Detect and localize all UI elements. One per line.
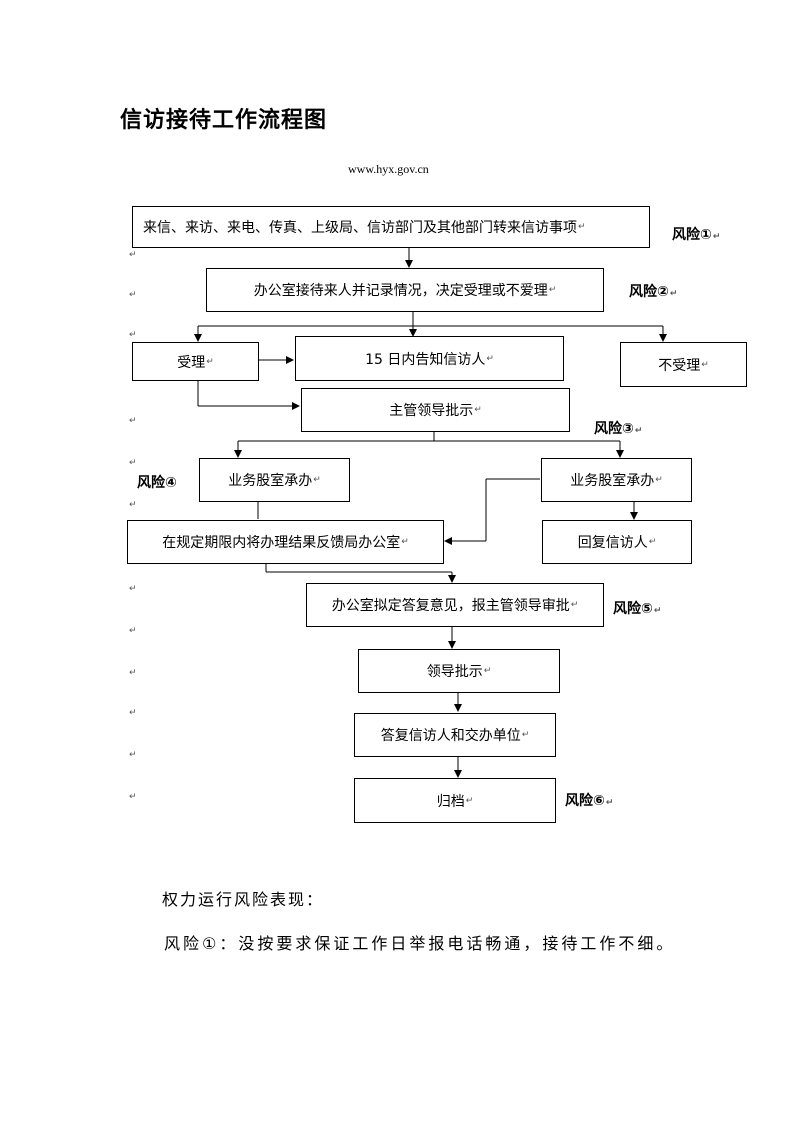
- paragraph-mark: ↵: [712, 232, 721, 242]
- flow-node-reject: 不受理↵: [620, 342, 747, 387]
- paragraph-mark: ↵: [570, 600, 579, 610]
- flow-node-label: 领导批示: [426, 664, 483, 680]
- flow-node-reply-all: 答复信访人和交办单位↵: [354, 713, 556, 757]
- website-url: www.hyx.gov.cn: [348, 162, 429, 176]
- paragraph-mark: ↵: [129, 668, 137, 678]
- paragraph-mark: ↵: [521, 730, 530, 740]
- flow-node-label: 业务股室承办: [228, 473, 313, 489]
- paragraph-mark: ↵: [605, 798, 614, 808]
- paragraph-mark: ↵: [129, 626, 137, 636]
- paragraph-mark: ↵: [129, 500, 137, 510]
- flow-node-label: 来信、来访、来电、传真、上级局、信访部门及其他部门转来信访事项: [143, 220, 577, 236]
- risk-label-5: 风险⑤↵: [613, 601, 662, 617]
- flow-node-feedback-to-office: 在规定期限内将办理结果反馈局办公室↵: [127, 520, 444, 564]
- risk-label-6: 风险⑥↵: [565, 793, 614, 809]
- flow-node-label: 办公室拟定答复意见，报主管领导审批: [331, 598, 570, 614]
- paragraph-mark: ↵: [578, 222, 586, 232]
- flow-node-accept: 受理↵: [132, 342, 259, 381]
- flow-node-leader-instruction: 主管领导批示↵: [301, 388, 570, 432]
- paragraph-mark: ↵: [634, 426, 643, 436]
- flow-node-leader-approval: 领导批示↵: [358, 649, 560, 693]
- paragraph-mark: ↵: [129, 330, 137, 340]
- flow-node-notify-15-days: 15 日内告知信访人↵: [295, 336, 564, 381]
- flow-node-label: 回复信访人: [577, 535, 648, 551]
- flow-node-label: 15 日内告知信访人: [365, 351, 486, 368]
- paragraph-mark: ↵: [655, 475, 663, 485]
- risk-description-paragraph: 风险①：没按要求保证工作日举报电话畅通，接待工作不细。: [164, 934, 676, 953]
- flow-node-label: 不受理: [658, 357, 701, 374]
- paragraph-mark: ↵: [129, 290, 137, 300]
- flow-node-label: 在规定期限内将办理结果反馈局办公室: [162, 535, 401, 551]
- paragraph-mark: ↵: [486, 353, 494, 364]
- paragraph-mark: ↵: [483, 666, 492, 676]
- paragraph-mark: ↵: [465, 795, 474, 806]
- risk-label-1: 风险①↵: [672, 227, 721, 243]
- flow-node-dept-handling-right: 业务股室承办↵: [541, 458, 692, 502]
- section-heading: 权力运行风险表现：: [162, 890, 325, 909]
- paragraph-mark: ↵: [129, 458, 137, 468]
- paragraph-mark: ↵: [129, 584, 137, 594]
- flow-node-office-reception: 办公室接待来人并记录情况，决定受理或不爱理↵: [206, 268, 604, 312]
- flow-node-label: 业务股室承办: [570, 473, 655, 489]
- paragraph-mark: ↵: [474, 405, 482, 415]
- paragraph-mark: ↵: [129, 708, 137, 718]
- paragraph-mark: ↵: [401, 537, 409, 547]
- risk-label-2: 风险②↵: [629, 284, 678, 300]
- risk-label-4: 风险④: [137, 475, 177, 491]
- flow-node-draft-reply: 办公室拟定答复意见，报主管领导审批↵: [306, 583, 604, 627]
- paragraph-mark: ↵: [129, 750, 137, 760]
- flow-node-label: 归档: [436, 793, 465, 810]
- risk-label-3: 风险③↵: [594, 421, 643, 437]
- flow-node-reply-petitioner: 回复信访人↵: [542, 520, 692, 564]
- paragraph-mark: ↵: [129, 250, 137, 260]
- document-title: 信访接待工作流程图: [120, 108, 328, 133]
- paragraph-mark: ↵: [129, 792, 137, 802]
- paragraph-mark: ↵: [653, 606, 662, 616]
- flow-node-incoming-matters: 来信、来访、来电、传真、上级局、信访部门及其他部门转来信访事项↵: [132, 206, 650, 248]
- paragraph-mark: ↵: [701, 359, 709, 370]
- paragraph-mark: ↵: [669, 289, 678, 299]
- paragraph-mark: ↵: [548, 285, 557, 295]
- paragraph-mark: ↵: [129, 416, 137, 426]
- flow-node-label: 主管领导批示: [389, 403, 474, 419]
- flow-node-archive: 归档↵: [354, 778, 556, 823]
- paragraph-mark: ↵: [206, 356, 214, 367]
- paragraph-mark: ↵: [648, 537, 657, 547]
- flow-node-label: 办公室接待来人并记录情况，决定受理或不爱理: [253, 283, 548, 299]
- flow-node-label: 答复信访人和交办单位: [380, 728, 521, 744]
- flow-node-dept-handling-left: 业务股室承办↵: [199, 458, 350, 502]
- paragraph-mark: ↵: [313, 475, 321, 485]
- flow-node-label: 受理: [177, 354, 206, 371]
